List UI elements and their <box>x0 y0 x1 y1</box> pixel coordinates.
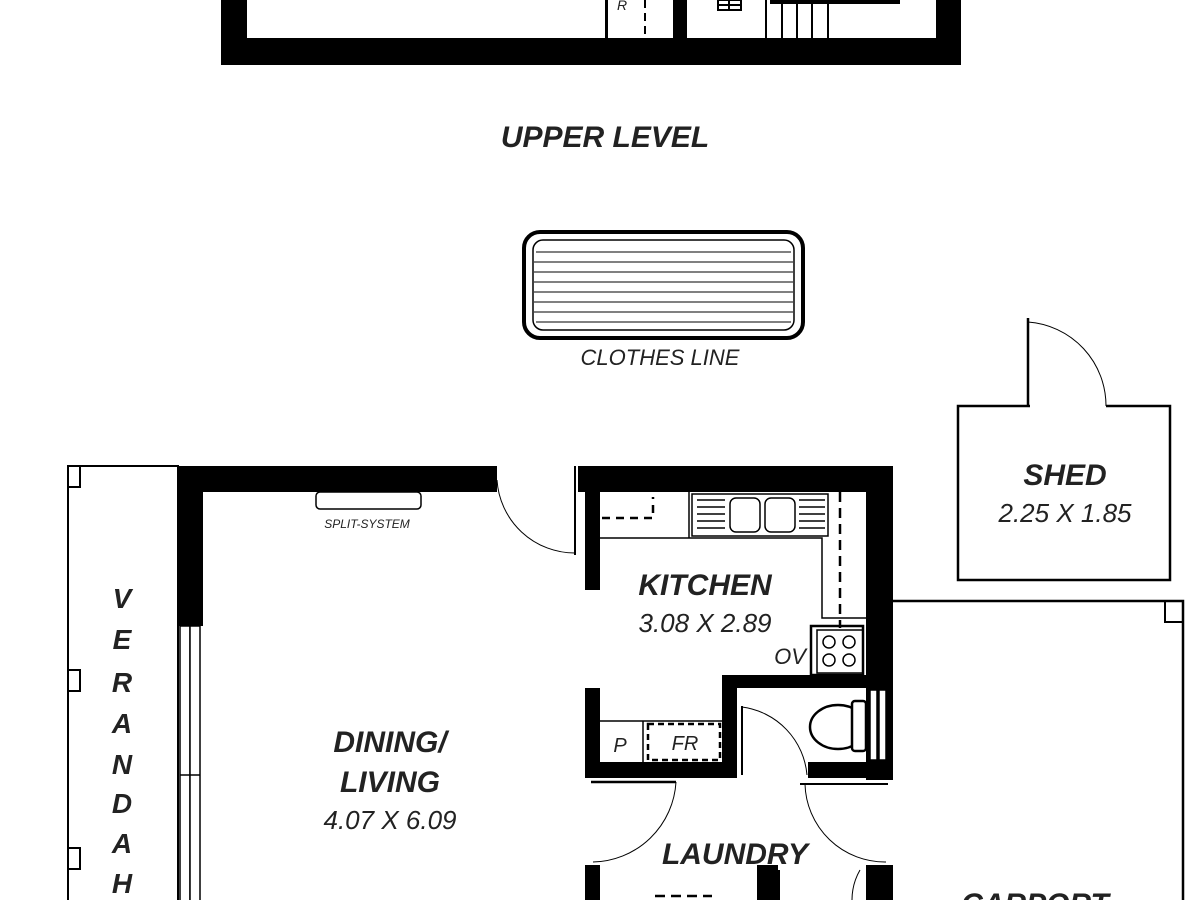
upper-level-title: UPPER LEVEL <box>501 121 709 154</box>
carport-label: CARPORT <box>961 888 1111 900</box>
kitchen-counter <box>600 492 866 628</box>
pantry-fridge <box>600 720 722 762</box>
shed-outline <box>956 318 1172 582</box>
clothes-line-label: CLOTHES LINE <box>581 345 740 370</box>
verandah-letter: H <box>112 868 133 899</box>
upper-level-plan: R <box>221 0 961 65</box>
pantry-label: P <box>613 735 627 757</box>
laundry-label: LAUNDRY <box>662 838 811 871</box>
sink-icon <box>691 493 829 537</box>
verandah-letter: A <box>111 828 132 859</box>
verandah-letter: R <box>112 667 133 698</box>
verandah-letter: A <box>111 708 132 739</box>
shed-name: SHED <box>1023 459 1106 492</box>
shed-dims: 2.25 X 1.85 <box>998 498 1133 528</box>
dining-label-line2: LIVING <box>340 766 440 799</box>
upper-fridge-label: R <box>617 0 627 13</box>
fridge-label: FR <box>672 733 699 755</box>
dining-dims: 4.07 X 6.09 <box>324 805 457 835</box>
clothes-line-icon <box>522 230 805 340</box>
window <box>179 625 887 900</box>
dining-label-line1: DINING/ <box>333 726 449 759</box>
split-system-icon <box>315 491 422 510</box>
kitchen-dims: 3.08 X 2.89 <box>639 608 772 638</box>
oven-label: OV <box>774 644 808 669</box>
kitchen-label: KITCHEN <box>638 569 773 602</box>
toilet-icon <box>808 699 868 753</box>
carport-outline <box>893 599 1185 900</box>
verandah-letter: D <box>112 788 132 819</box>
verandah-letter: E <box>113 624 133 655</box>
door-swing <box>496 466 888 900</box>
verandah-letter: N <box>112 749 133 780</box>
split-system-label: SPLIT-SYSTEM <box>324 517 410 531</box>
verandah-outline <box>67 465 179 900</box>
verandah-label: V E R A N D A H <box>111 583 134 899</box>
cooktop-icon <box>809 624 865 677</box>
verandah-letter: V <box>113 583 134 614</box>
house-walls <box>178 466 893 900</box>
